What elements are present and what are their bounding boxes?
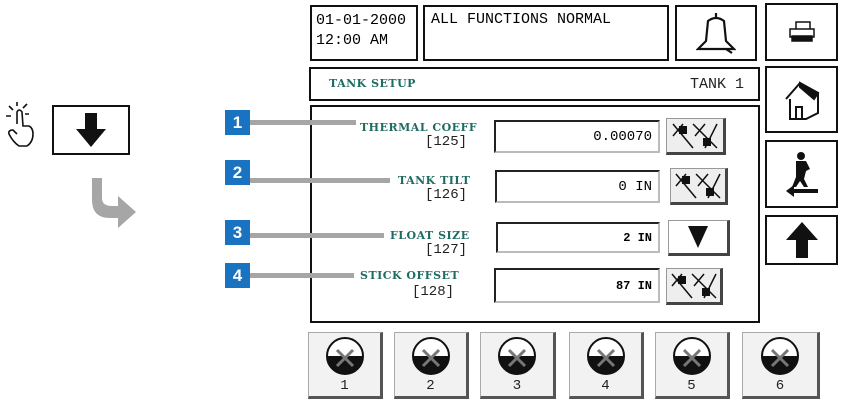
time: 12:00 AM	[316, 32, 389, 49]
print-button[interactable]	[765, 3, 838, 61]
thermal-coeff-keypad-button[interactable]	[666, 118, 726, 155]
tank-button-2[interactable]: 2	[394, 332, 469, 399]
leader-line	[250, 120, 356, 125]
tank-button-label: 3	[512, 377, 522, 394]
home-icon	[784, 80, 819, 120]
tank-button-label: 6	[775, 377, 785, 394]
keypad-icon	[670, 272, 717, 299]
field-code: [127]	[425, 242, 468, 258]
tools-icon	[672, 336, 711, 375]
date: 01-01-2000	[316, 12, 407, 29]
tank-button-6[interactable]: 6	[742, 332, 820, 399]
field-label-float-size: FLOAT SIZE	[390, 229, 470, 242]
date-time-display: 01-01-2000 12:00 AM	[310, 5, 418, 61]
tools-icon	[761, 336, 799, 375]
float-size-select[interactable]: 2 IN	[496, 222, 660, 253]
tools-icon	[325, 336, 364, 375]
tools-icon	[586, 336, 625, 375]
field-label-thermal-coeff: THERMAL COEFF	[360, 121, 478, 134]
callout-1: 1	[225, 110, 250, 135]
stick-offset-value: 87 IN	[615, 278, 652, 293]
field-label-tank-tilt: TANK TILT	[398, 174, 471, 187]
keypad-icon	[675, 172, 721, 199]
tap-hand-icon	[3, 102, 43, 152]
leader-line	[250, 273, 354, 278]
keypad-icon	[672, 122, 718, 149]
callout-4: 4	[225, 263, 250, 288]
exit-icon	[785, 152, 818, 197]
field-label-stick-offset: STICK OFFSET	[360, 269, 460, 282]
exit-button[interactable]	[765, 140, 838, 208]
page-up-button[interactable]	[765, 215, 838, 265]
scroll-down-button[interactable]	[52, 105, 130, 155]
tank-tilt-input[interactable]: 0 IN	[495, 170, 660, 203]
float-size-dropdown-button[interactable]	[668, 220, 730, 256]
home-button[interactable]	[765, 66, 838, 133]
float-size-value: 2 IN	[623, 230, 652, 245]
field-code: [125]	[425, 134, 468, 150]
tank-label: TANK 1	[689, 76, 744, 93]
alarm-button[interactable]	[675, 5, 757, 61]
leader-line	[250, 178, 390, 183]
tank-tilt-keypad-button[interactable]	[670, 168, 728, 205]
thermal-coeff-input[interactable]: 0.00070	[494, 120, 660, 153]
tools-icon	[498, 336, 536, 375]
printer-icon	[788, 21, 815, 42]
stick-offset-input[interactable]: 87 IN	[494, 268, 660, 303]
tank-button-label: 1	[340, 377, 349, 394]
tank-button-5[interactable]: 5	[655, 332, 730, 399]
status-text: ALL FUNCTIONS NORMAL	[431, 11, 612, 28]
tank-button-label: 5	[687, 377, 696, 394]
tank-button-4[interactable]: 4	[569, 332, 644, 399]
arrow-up-icon	[785, 222, 818, 258]
field-code: [126]	[425, 187, 468, 203]
leader-line	[250, 233, 384, 238]
callout-2: 2	[225, 160, 250, 185]
dropdown-arrow-icon	[688, 226, 708, 248]
stick-offset-keypad-button[interactable]	[666, 268, 723, 305]
status-message: ALL FUNCTIONS NORMAL	[423, 5, 669, 61]
screen-title: TANK SETUP	[329, 77, 416, 90]
callout-3: 3	[225, 220, 250, 245]
arrow-down-icon	[76, 113, 106, 147]
curved-arrow-icon	[88, 178, 138, 230]
tank-button-3[interactable]: 3	[480, 332, 556, 399]
field-code: [128]	[412, 284, 455, 300]
tank-button-label: 4	[601, 377, 610, 394]
bell-icon	[696, 13, 736, 54]
tools-icon	[411, 336, 450, 375]
screen-title-bar: TANK SETUP TANK 1	[309, 67, 760, 101]
tank-button-label: 2	[426, 377, 435, 394]
tank-button-1[interactable]: 1	[308, 332, 383, 399]
